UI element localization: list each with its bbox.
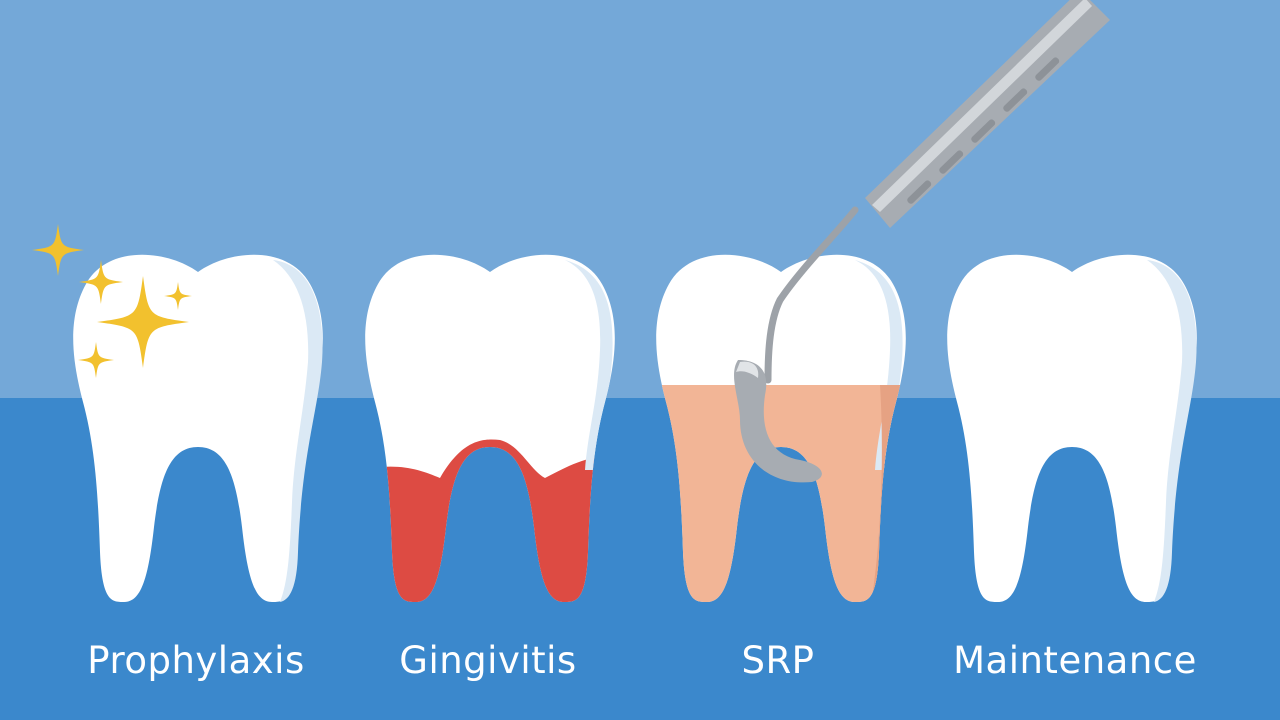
stage-label-srp: SRP — [741, 639, 815, 682]
stage-label-prophylaxis: Prophylaxis — [87, 639, 305, 682]
tooth-maintenance — [947, 254, 1197, 602]
tooth-prophylaxis — [73, 254, 323, 602]
scaler-instrument-icon — [734, 0, 1110, 483]
stage-label-gingivitis: Gingivitis — [399, 639, 577, 682]
stage-label-maintenance: Maintenance — [953, 639, 1197, 682]
gum-band — [0, 398, 1280, 720]
